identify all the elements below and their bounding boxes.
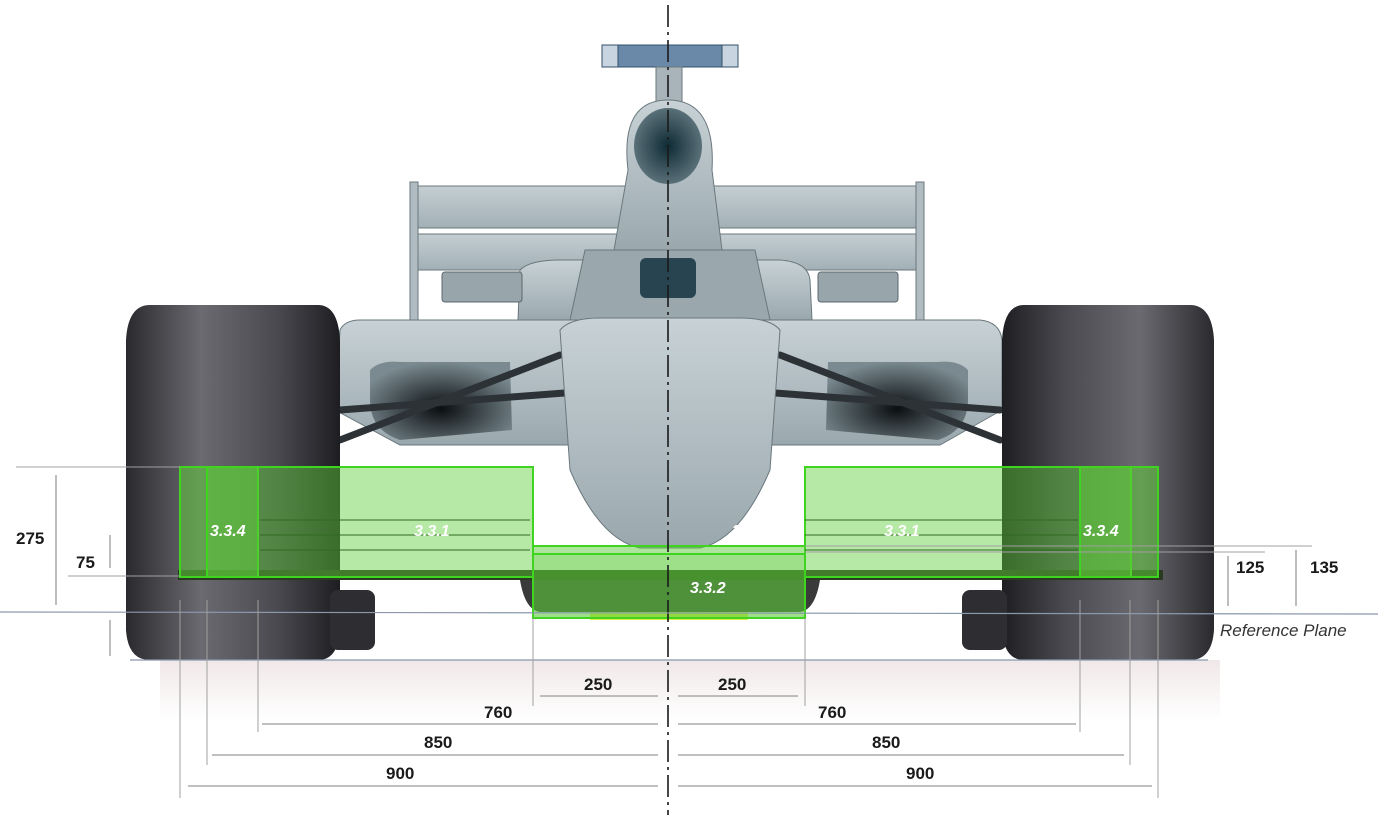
dimension-rules: [55, 475, 1297, 787]
zone-label-z332: 3.3.2: [690, 580, 726, 597]
zone-z333: [532, 545, 806, 555]
dimension-lines: [16, 466, 1312, 798]
legality-zones: 3.3.4 3.3.1 3.3.3 3.3.2 3.3.1 3.3.4: [179, 466, 1159, 619]
ground-shadow: [160, 660, 1220, 720]
zone-label-z334R: 3.3.4: [1083, 523, 1119, 540]
dim-right-900: 900: [906, 764, 934, 783]
zone-label-z333: 3.3.3: [732, 523, 768, 540]
dim-left-250: 250: [584, 675, 612, 694]
dim-right-250: 250: [718, 675, 746, 694]
dim-right-135: 135: [1310, 558, 1338, 577]
zone-z331R: [804, 466, 1132, 578]
dim-left-275: 275: [16, 529, 44, 548]
zone-z334R: [1079, 466, 1159, 578]
zone-label-z334L: 3.3.4: [210, 523, 246, 540]
dim-left-850: 850: [424, 733, 452, 752]
dim-left-900: 900: [386, 764, 414, 783]
suspension: [336, 351, 1004, 444]
reference-plane-line: [0, 611, 1379, 615]
zone-label-z331R: 3.3.1: [884, 523, 920, 540]
dim-right-850: 850: [872, 733, 900, 752]
airbox: [601, 44, 739, 251]
dim-left-760: 760: [484, 703, 512, 722]
dim-right-760: 760: [818, 703, 846, 722]
zone-z332: [532, 553, 806, 619]
dim-right-125: 125: [1236, 558, 1264, 577]
zone-z331L: [206, 466, 534, 578]
reference-plane-label: Reference Plane: [1220, 621, 1347, 640]
zone-label-z331L: 3.3.1: [414, 523, 450, 540]
dim-left-75: 75: [76, 553, 95, 572]
nose-cone: [559, 317, 781, 549]
